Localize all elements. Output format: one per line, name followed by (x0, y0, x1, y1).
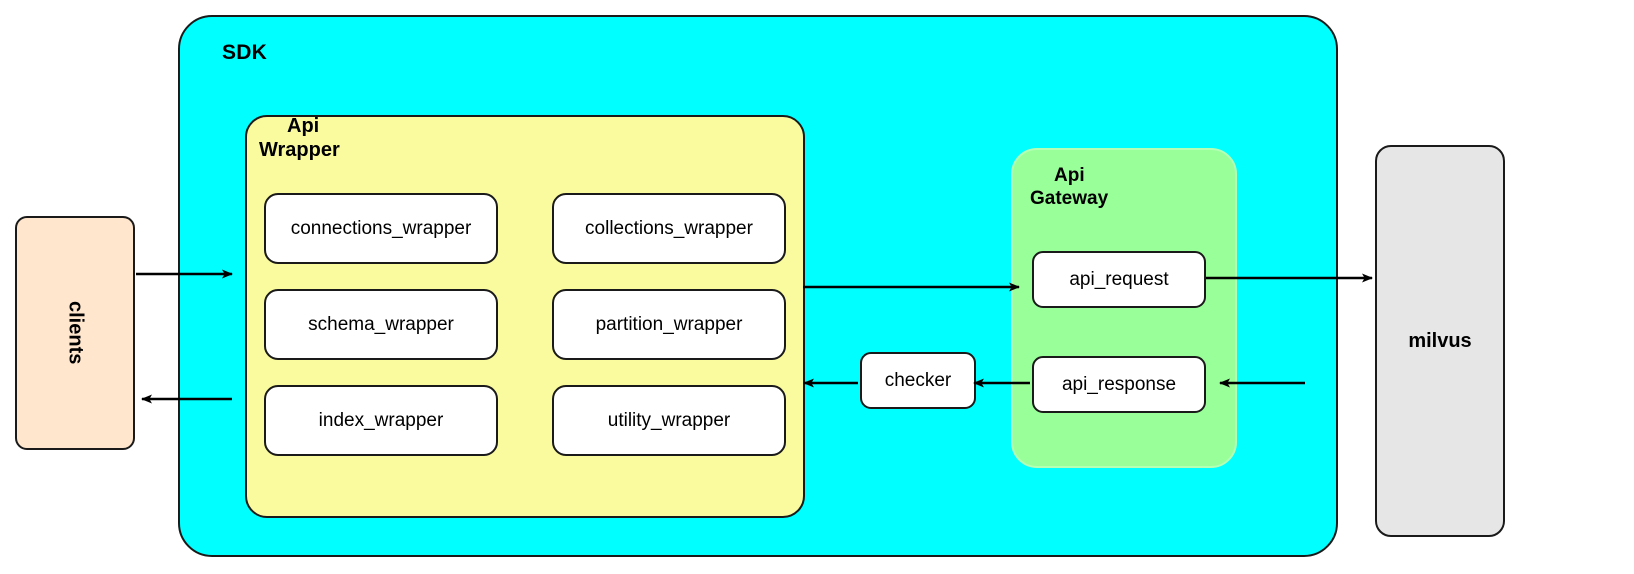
node-label: api_request (1069, 268, 1169, 290)
api-wrapper-title: Api Wrapper (259, 115, 340, 162)
node-collections-wrapper[interactable]: collections_wrapper (552, 193, 786, 264)
node-label: partition_wrapper (595, 313, 743, 335)
api-gateway-container[interactable] (1011, 148, 1237, 468)
node-label: clients (64, 301, 87, 365)
node-schema-wrapper[interactable]: schema_wrapper (264, 289, 498, 360)
node-label: collections_wrapper (585, 217, 753, 239)
node-api-request[interactable]: api_request (1032, 251, 1206, 308)
node-partition-wrapper[interactable]: partition_wrapper (552, 289, 786, 360)
node-label: checker (884, 369, 952, 391)
node-label: connections_wrapper (290, 217, 472, 239)
node-connections-wrapper[interactable]: connections_wrapper (264, 193, 498, 264)
node-label: schema_wrapper (308, 313, 454, 335)
node-utility-wrapper[interactable]: utility_wrapper (552, 385, 786, 456)
node-checker[interactable]: checker (860, 352, 976, 409)
node-label: milvus (1408, 329, 1472, 352)
node-label: utility_wrapper (607, 409, 731, 431)
node-milvus[interactable]: milvus (1375, 145, 1505, 537)
node-index-wrapper[interactable]: index_wrapper (264, 385, 498, 456)
node-label: index_wrapper (318, 409, 444, 431)
api-gateway-title: Api Gateway (1030, 165, 1109, 210)
node-label: api_response (1061, 373, 1177, 395)
node-clients[interactable]: clients (15, 216, 135, 450)
sdk-title: SDK (222, 41, 267, 64)
node-api-response[interactable]: api_response (1032, 356, 1206, 413)
